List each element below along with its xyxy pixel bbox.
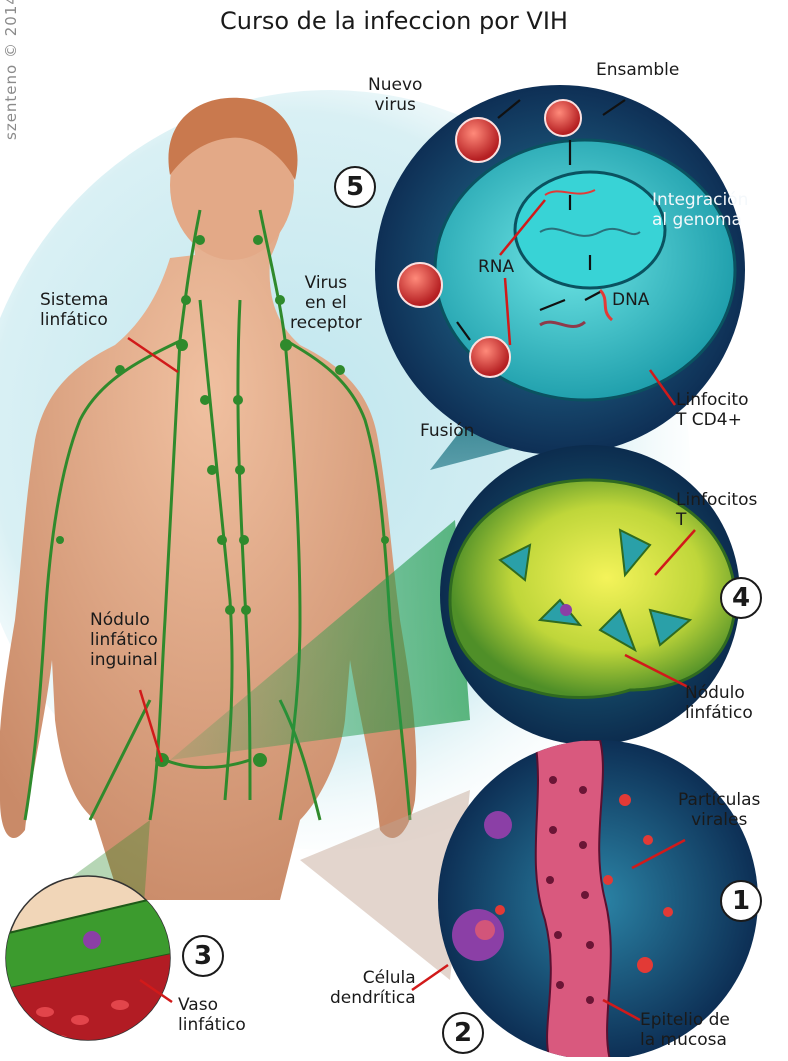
label-nuevo-virus: Nuevo virus (368, 75, 422, 115)
label-linfocito-cd4: Linfocito T CD4+ (676, 390, 749, 430)
label-fusion: Fusión (420, 421, 474, 441)
label-rna: RNA (478, 257, 514, 277)
label-dna: DNA (612, 290, 649, 310)
label-epitelio: Epitelio de la mucosa (640, 1010, 730, 1050)
credit: szenteno © 2014 (2, 0, 20, 140)
label-linfocitos-t: Linfocitos T (676, 490, 757, 530)
step-4-badge: 4 (720, 577, 762, 619)
label-nodulo-inguinal: Nódulo linfático inguinal (90, 610, 158, 670)
page-title: Curso de la infeccion por VIH (0, 6, 788, 36)
step-2-badge: 2 (442, 1012, 484, 1054)
label-particulas-virales: Partículas virales (678, 790, 760, 830)
label-ensamble: Ensamble (596, 60, 679, 80)
label-virus-receptor: Virus en el receptor (290, 273, 362, 333)
step-1-badge: 1 (720, 880, 762, 922)
label-integracion: Integración al genoma (652, 190, 748, 230)
label-sistema-linfatico: Sistema linfático (40, 290, 108, 330)
panel-lymph-vessel (0, 876, 190, 1057)
step-3-badge: 3 (182, 935, 224, 977)
label-nodulo-linfatico: Nódulo linfático (685, 683, 753, 723)
step-5-badge: 5 (334, 166, 376, 208)
label-celula-dendritica: Célula dendrítica (330, 968, 416, 1008)
label-vaso-linfatico: Vaso linfático (178, 995, 246, 1035)
